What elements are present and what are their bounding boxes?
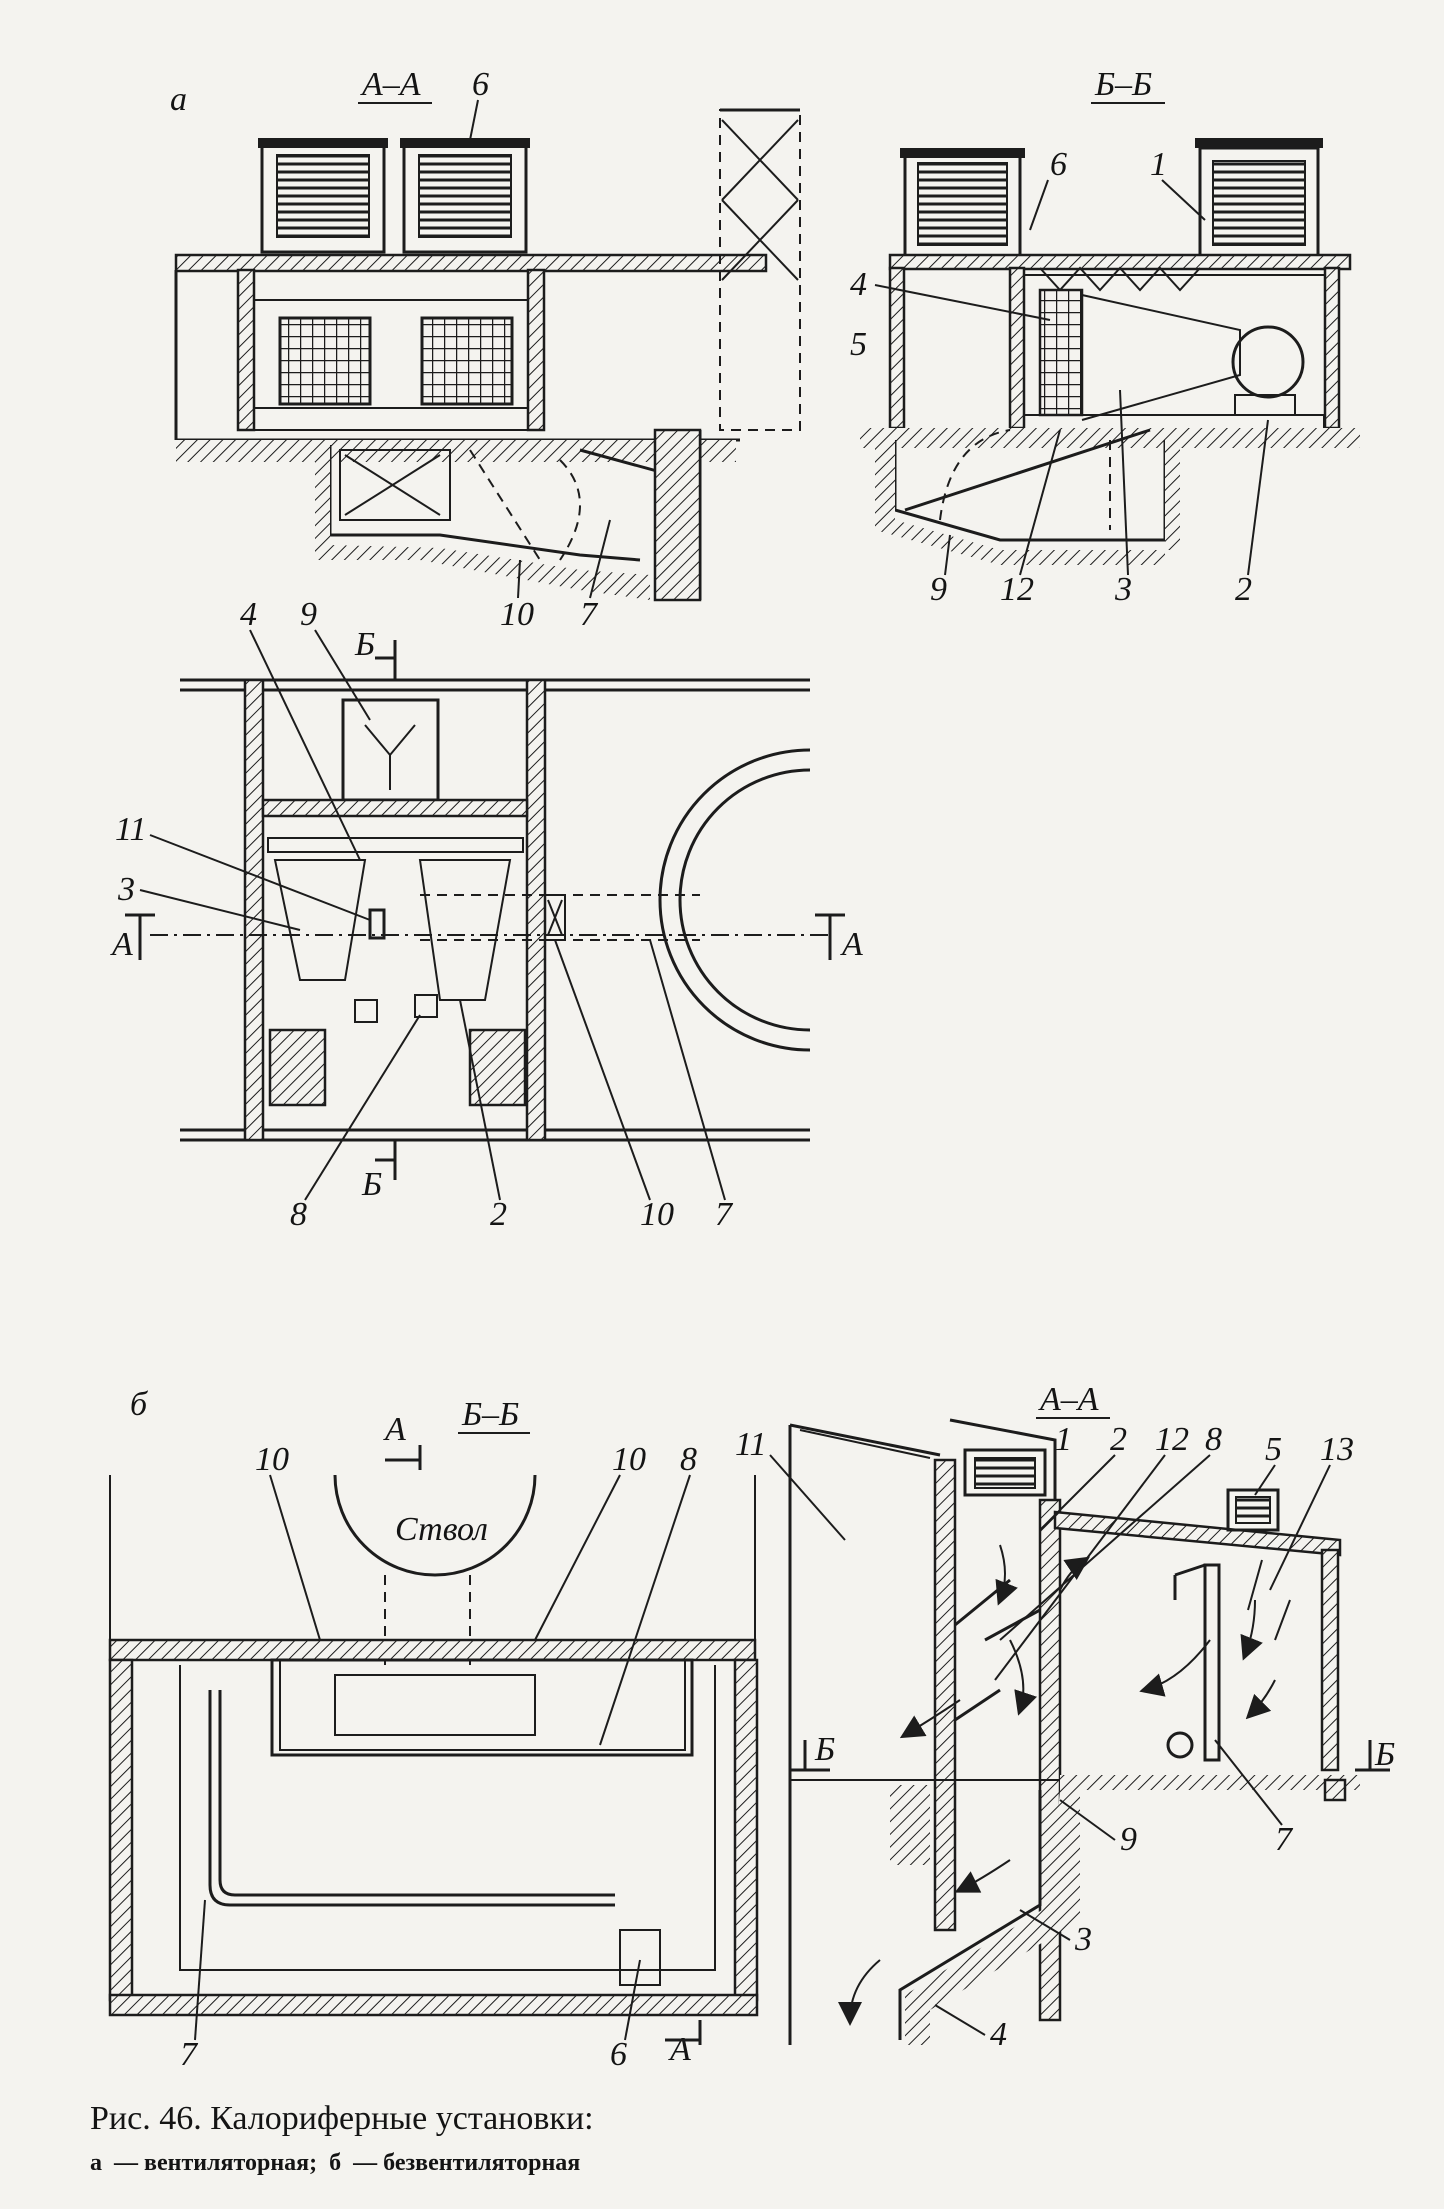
callout: 9 [1120,1821,1137,1858]
callout: 7 [715,1196,734,1233]
intake-louver-bb-left [900,148,1025,260]
callout: 4 [990,2016,1007,2053]
section-aa-title: А–А [360,66,421,103]
callout: 5 [850,326,867,363]
callout: 8 [1205,1421,1222,1458]
callout: 9 [930,571,947,608]
section-bb-title: Б–Б [1094,66,1152,103]
callout: 12 [1155,1421,1189,1458]
callout: 6 [1050,146,1067,183]
cut-mark: А [840,926,863,963]
callout: 10 [500,596,534,633]
panel-b-section-bb-title: Б–Б [461,1396,519,1433]
callout: 7 [1275,1821,1294,1858]
intake-louver-bb-right [1195,138,1323,260]
callout: 10 [255,1441,289,1478]
callout: 8 [290,1196,307,1233]
panel-b-section-aa: А–А [735,1381,1395,2053]
cut-mark: Б [361,1166,382,1203]
panel-a-plan: А А Б Б 4 9 11 3 8 2 10 7 [110,596,863,1233]
shaft-label: Ствол [395,1511,488,1548]
callout: 3 [117,871,135,908]
panel-a-section-bb: Б–Б 6 1 [850,66,1360,608]
legend-text-a: — вентиляторная; [114,2150,318,2176]
panel-a-section-aa: а А–А [170,66,801,633]
callout: 13 [1320,1431,1354,1468]
cut-mark: А [110,926,133,963]
callout: 2 [1110,1421,1127,1458]
cut-mark: Б [354,626,375,663]
callout: 8 [680,1441,697,1478]
callout: 3 [1074,1921,1092,1958]
cut-mark: А [383,1411,406,1448]
panel-b-section-aa-title: А–А [1038,1381,1099,1418]
callout: 6 [472,66,489,103]
callout: 6 [610,2036,627,2073]
callout: 4 [240,596,257,633]
callout: 10 [640,1196,674,1233]
callout: 2 [1235,571,1252,608]
panel-b-section-bb: б Б–Б Ствол А А 10 10 8 7 [108,1386,759,2073]
legend-key-a: а [90,2150,102,2176]
callout: 11 [115,811,146,848]
intake-louver-right [400,138,530,254]
callout: 11 [735,1426,766,1463]
callout: 3 [1114,571,1132,608]
callout: 1 [1055,1421,1072,1458]
intake-louver-left [258,138,388,254]
legend-key-b: б [329,2150,342,2176]
cut-mark: Б [814,1731,835,1768]
callout: 7 [580,596,599,633]
cut-mark: Б [1374,1736,1395,1773]
callout: 1 [1150,146,1167,183]
figure-caption: Рис. 46. Калориферные установки: [90,2100,594,2137]
callout: 5 [1265,1431,1282,1468]
callout: 4 [850,266,867,303]
cut-mark: А [668,2031,691,2068]
callout: 12 [1000,571,1034,608]
figure-legend: а — вентиляторная; б — безвентиляторная [90,2150,586,2177]
legend-text-b: — безвентиляторная [353,2150,581,2176]
panel-b-letter: б [130,1386,149,1423]
callout: 2 [490,1196,507,1233]
callout: 7 [180,2036,199,2073]
panel-a-letter: а [170,81,187,118]
callout: 10 [612,1441,646,1478]
callout: 9 [300,596,317,633]
